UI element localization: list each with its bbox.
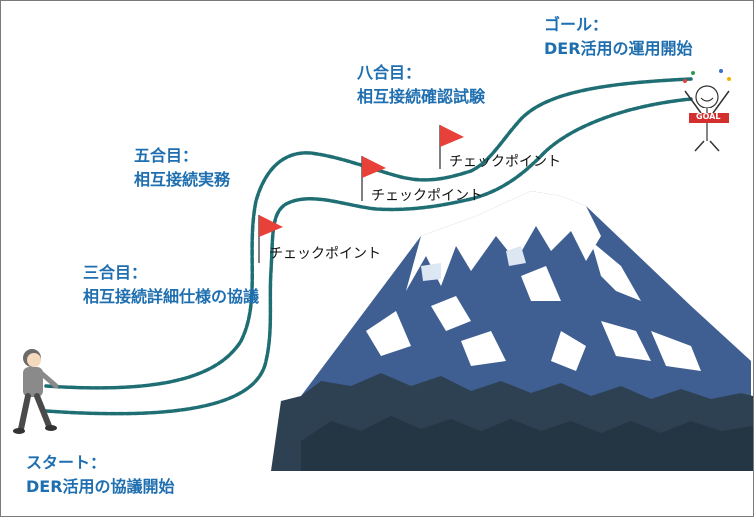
hiker-figure: [13, 349, 59, 434]
trail-paths: [44, 77, 693, 416]
checkpoint-label-fifth: チェックポイント: [371, 188, 483, 204]
goal-figure: [683, 69, 731, 152]
flag-fifth: [361, 156, 386, 201]
flag-eighth: [439, 125, 464, 169]
fifth-title: 五合目：: [134, 146, 199, 165]
third-title: 三合目：: [83, 263, 148, 282]
forest-band: [271, 373, 753, 471]
fifth-desc: 相互接続実務: [134, 170, 231, 189]
goal-banner-text: GOAL: [696, 112, 721, 121]
start-title: スタート：: [26, 453, 107, 472]
checkpoint-label-eighth: チェックポイント: [449, 154, 561, 170]
third-desc: 相互接続詳細仕様の協議: [83, 287, 260, 306]
flag-third: [258, 215, 283, 263]
eighth-title: 八合目：: [357, 63, 422, 82]
goal-title: ゴール：: [544, 15, 609, 34]
start-desc: DER活用の協議開始: [26, 477, 175, 496]
mountain: [301, 191, 751, 431]
checkpoint-label-third: チェックポイント: [269, 246, 381, 262]
goal-desc: DER活用の運用開始: [544, 39, 693, 58]
eighth-desc: 相互接続確認試験: [357, 87, 486, 106]
